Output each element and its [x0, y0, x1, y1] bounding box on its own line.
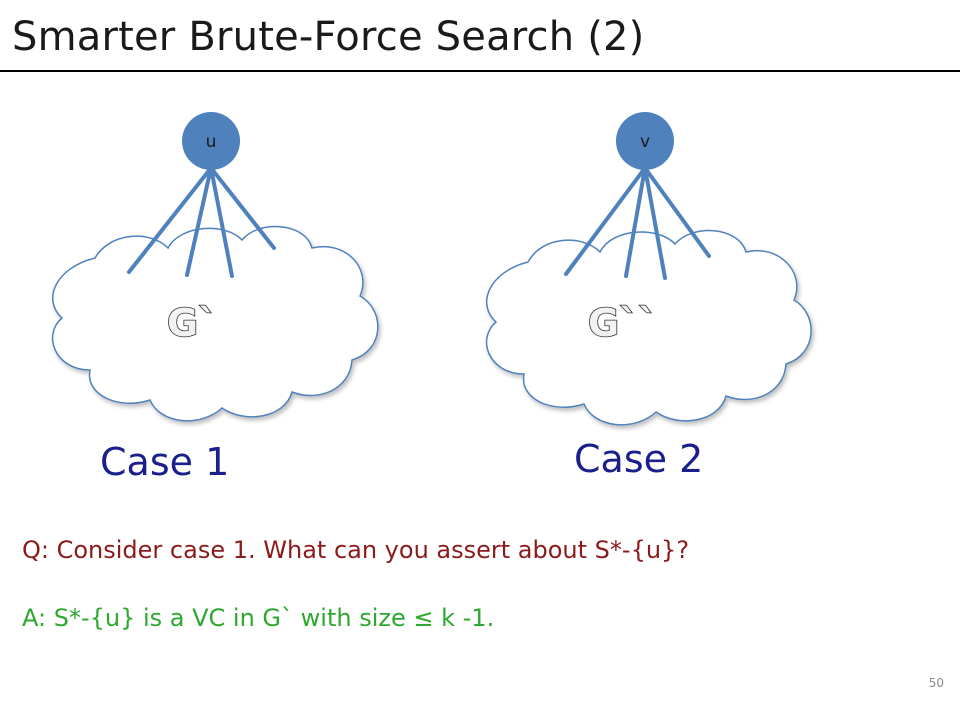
slide-title: Smarter Brute-Force Search (2) — [12, 14, 645, 60]
slide-number: 50 — [928, 676, 944, 690]
edges-u — [127, 166, 276, 278]
edge-v-1 — [564, 166, 647, 276]
edge-v-2 — [624, 166, 647, 278]
edge-v-3 — [643, 166, 667, 280]
edges-v — [564, 166, 711, 280]
answer-text: A: S*-{u} is a VC in G` with size ≤ k -1… — [22, 604, 495, 632]
case-1-caption: Case 1 — [100, 440, 230, 484]
node-u-label: u — [206, 132, 217, 152]
edge-u-1 — [127, 166, 213, 274]
edge-v-4 — [643, 166, 711, 258]
question-text: Q: Consider case 1. What can you assert … — [22, 536, 690, 564]
title-divider — [0, 70, 960, 72]
node-v-label: v — [640, 132, 650, 152]
case-2-caption: Case 2 — [574, 437, 704, 481]
node-u: u — [182, 112, 240, 170]
cloud-left — [51, 225, 379, 422]
edge-u-3 — [209, 166, 234, 278]
graph-label-right: G`` — [588, 301, 657, 345]
edge-u-4 — [209, 166, 276, 250]
graph-label-left: G` — [167, 301, 217, 345]
cloud-right — [485, 229, 812, 426]
node-v: v — [616, 112, 674, 170]
edge-u-2 — [185, 166, 213, 277]
